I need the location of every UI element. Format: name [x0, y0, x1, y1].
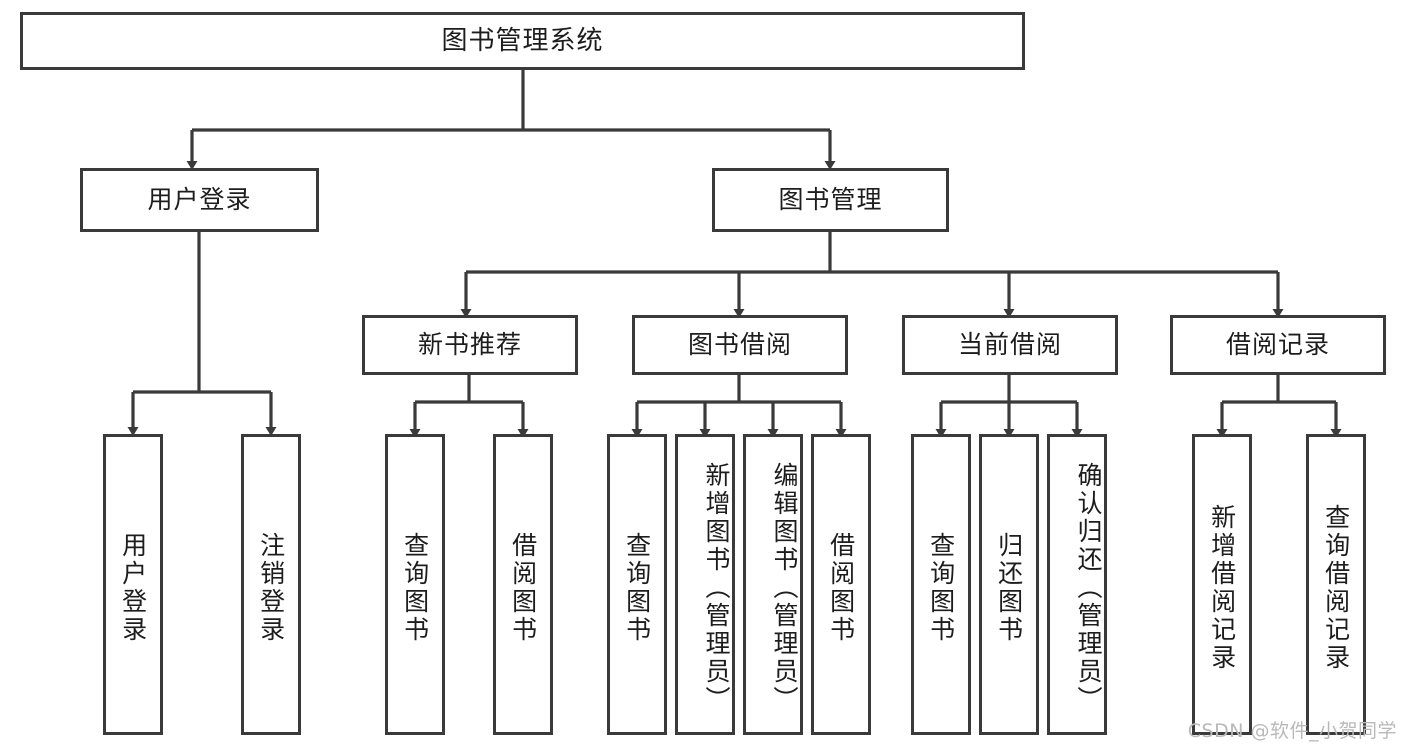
node-current-borrow[interactable]: 当前借阅	[902, 315, 1118, 375]
leaf-borrow-book-2[interactable]: 借阅图书	[811, 434, 871, 735]
leaf-logout-label: 注销登录	[256, 531, 286, 644]
leaf-confirm-return[interactable]: 确认归还（管理员）	[1047, 434, 1107, 735]
leaf-query-book-2[interactable]: 查询图书	[607, 434, 667, 735]
leaf-add-record[interactable]: 新增借阅记录	[1192, 434, 1252, 735]
leaf-query-record[interactable]: 查询借阅记录	[1306, 434, 1366, 735]
node-root[interactable]: 图书管理系统	[20, 12, 1025, 70]
node-borrow-record-label: 借阅记录	[1225, 330, 1330, 360]
node-borrow-record[interactable]: 借阅记录	[1170, 315, 1386, 375]
leaf-return-book[interactable]: 归还图书	[979, 434, 1039, 735]
node-new-book-recommend[interactable]: 新书推荐	[362, 315, 578, 375]
node-book-borrow-label: 图书借阅	[687, 330, 792, 360]
leaf-edit-book[interactable]: 编辑图书（管理员）	[743, 434, 803, 735]
leaf-return-book-label: 归还图书	[994, 531, 1024, 644]
leaf-query-book-1[interactable]: 查询图书	[385, 434, 445, 735]
node-current-borrow-label: 当前借阅	[957, 330, 1062, 360]
node-book-borrow[interactable]: 图书借阅	[632, 315, 848, 375]
leaf-query-book-2-label: 查询图书	[622, 531, 652, 644]
leaf-borrow-book-1[interactable]: 借阅图书	[493, 434, 553, 735]
node-new-book-recommend-label: 新书推荐	[417, 330, 522, 360]
node-root-label: 图书管理系统	[441, 25, 604, 56]
leaf-add-book-label: 新增图书（管理员）	[702, 461, 731, 714]
node-user-login-label: 用户登录	[147, 185, 252, 215]
leaf-query-book-1-label: 查询图书	[400, 531, 430, 644]
leaf-borrow-book-1-label: 借阅图书	[508, 531, 538, 644]
watermark-text: CSDN @软件_小贺同学	[1187, 720, 1397, 742]
leaf-edit-book-label: 编辑图书（管理员）	[770, 461, 799, 714]
leaf-logout[interactable]: 注销登录	[241, 434, 301, 735]
leaf-add-book[interactable]: 新增图书（管理员）	[675, 434, 735, 735]
leaf-query-record-label: 查询借阅记录	[1321, 503, 1351, 672]
leaf-confirm-return-label: 确认归还（管理员）	[1074, 461, 1103, 714]
leaf-borrow-book-2-label: 借阅图书	[826, 531, 856, 644]
leaf-query-book-3-label: 查询图书	[926, 531, 956, 644]
leaf-user-login-label: 用户登录	[118, 531, 148, 644]
leaf-user-login[interactable]: 用户登录	[103, 434, 163, 735]
node-book-management[interactable]: 图书管理	[712, 168, 949, 232]
node-user-login[interactable]: 用户登录	[80, 168, 319, 232]
leaf-query-book-3[interactable]: 查询图书	[911, 434, 971, 735]
node-book-management-label: 图书管理	[778, 185, 883, 215]
leaf-add-record-label: 新增借阅记录	[1207, 503, 1237, 672]
